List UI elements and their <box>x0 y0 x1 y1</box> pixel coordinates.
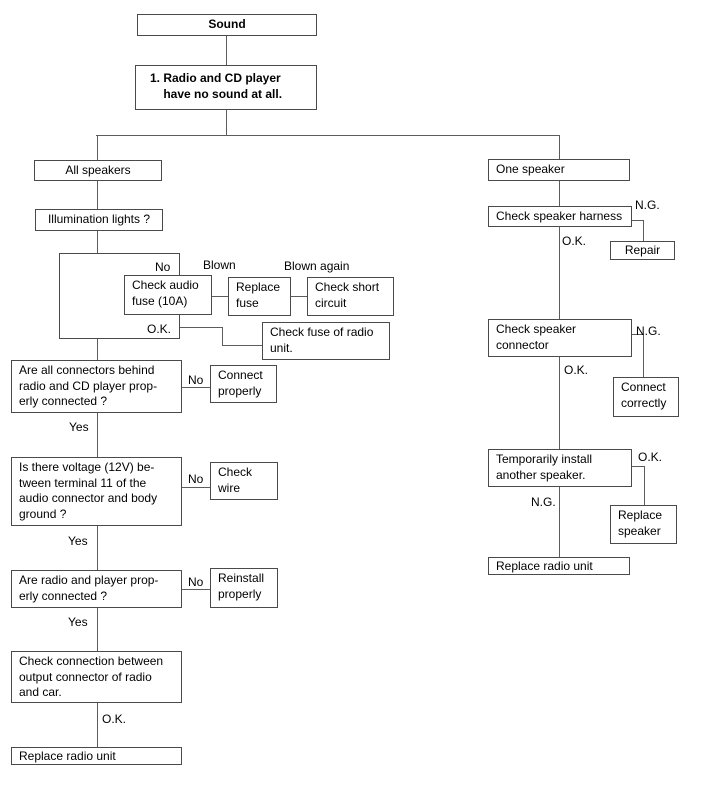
node-one-speaker: One speaker <box>488 159 630 181</box>
node-sound: Sound <box>137 14 317 36</box>
connector-line <box>559 181 560 206</box>
connector-line <box>182 589 210 590</box>
connector-line <box>559 487 560 557</box>
connector-line <box>182 387 210 388</box>
node-check-fuse-of-radio-unit: Check fuse of radio unit. <box>262 322 390 360</box>
connector-line <box>291 296 307 297</box>
node-check-speaker-connector: Check speaker connector <box>488 319 632 357</box>
node-all-speakers: All speakers <box>34 160 162 181</box>
connector-line <box>643 220 644 241</box>
branch-label-ok-fuse: O.K. <box>147 322 172 336</box>
connector-line <box>97 135 98 160</box>
connector-line <box>97 413 98 457</box>
connector-line <box>632 334 644 335</box>
node-problem: 1. Radio and CD player have no sound at … <box>135 65 317 110</box>
node-illumination-lights: Illumination lights ? <box>35 209 163 231</box>
node-check-short-circuit: Check short circuit <box>307 277 394 316</box>
node-replace-radio-unit-right: Replace radio unit <box>488 557 630 575</box>
connector-line <box>182 487 210 488</box>
branch-label-no-connectors: No <box>188 373 204 387</box>
branch-label-yes-2: Yes <box>68 534 88 548</box>
connector-line <box>559 135 560 159</box>
branch-label-blown: Blown <box>203 258 236 272</box>
connector-line <box>559 227 560 319</box>
branch-label-ng-connector: N.G. <box>636 324 661 338</box>
connector-line <box>212 296 228 297</box>
node-radio-player-question: Are radio and player prop- erly connecte… <box>11 570 182 608</box>
branch-label-no-fuse: No <box>155 260 171 274</box>
node-replace-radio-unit-left: Replace radio unit <box>11 747 182 765</box>
node-connect-correctly: Connect correctly <box>613 377 679 417</box>
connector-line <box>97 231 98 253</box>
node-replace-speaker: Replace speaker <box>610 505 677 544</box>
connector-line <box>644 466 645 505</box>
connector-line <box>179 327 222 328</box>
branch-label-no-voltage: No <box>188 472 204 486</box>
node-replace-fuse: Replace fuse <box>228 277 291 316</box>
branch-label-yes-1: Yes <box>69 420 89 434</box>
connector-line <box>226 110 227 135</box>
connector-line <box>97 703 98 747</box>
connector-line <box>222 345 262 346</box>
branch-label-ok-temp-speaker: O.K. <box>638 450 663 464</box>
branch-label-yes-3: Yes <box>68 615 88 629</box>
branch-label-ng-temp-speaker: N.G. <box>531 495 556 509</box>
connector-line <box>96 135 560 136</box>
connector-line <box>97 181 98 209</box>
connector-line <box>222 327 223 345</box>
connector-line <box>632 466 645 467</box>
node-temporarily-install-speaker: Temporarily install another speaker. <box>488 449 632 487</box>
branch-label-ok-left: O.K. <box>102 712 127 726</box>
connector-line <box>643 334 644 377</box>
branch-label-ok-connector: O.K. <box>564 363 589 377</box>
connector-line <box>97 608 98 651</box>
branch-label-blown-again: Blown again <box>284 259 350 273</box>
connector-line <box>226 36 227 65</box>
node-check-wire: Check wire <box>210 462 278 500</box>
node-check-speaker-harness: Check speaker harness <box>488 206 632 227</box>
connector-line <box>97 339 98 360</box>
branch-label-ng-harness: N.G. <box>635 198 660 212</box>
node-connect-properly: Connect properly <box>210 365 277 403</box>
connector-line <box>97 526 98 570</box>
node-check-audio-fuse: Check audio fuse (10A) <box>124 275 212 315</box>
node-reinstall-properly: Reinstall properly <box>210 568 278 608</box>
node-check-connection-output: Check connection between output connecto… <box>11 651 182 703</box>
node-repair: Repair <box>610 241 675 260</box>
node-connectors-question: Are all connectors behind radio and CD p… <box>11 360 182 413</box>
branch-label-ok-harness: O.K. <box>562 234 587 248</box>
connector-line <box>559 357 560 449</box>
branch-label-no-radio-player: No <box>188 575 204 589</box>
node-voltage-question: Is there voltage (12V) be- tween termina… <box>11 457 182 526</box>
connector-line <box>632 220 644 221</box>
